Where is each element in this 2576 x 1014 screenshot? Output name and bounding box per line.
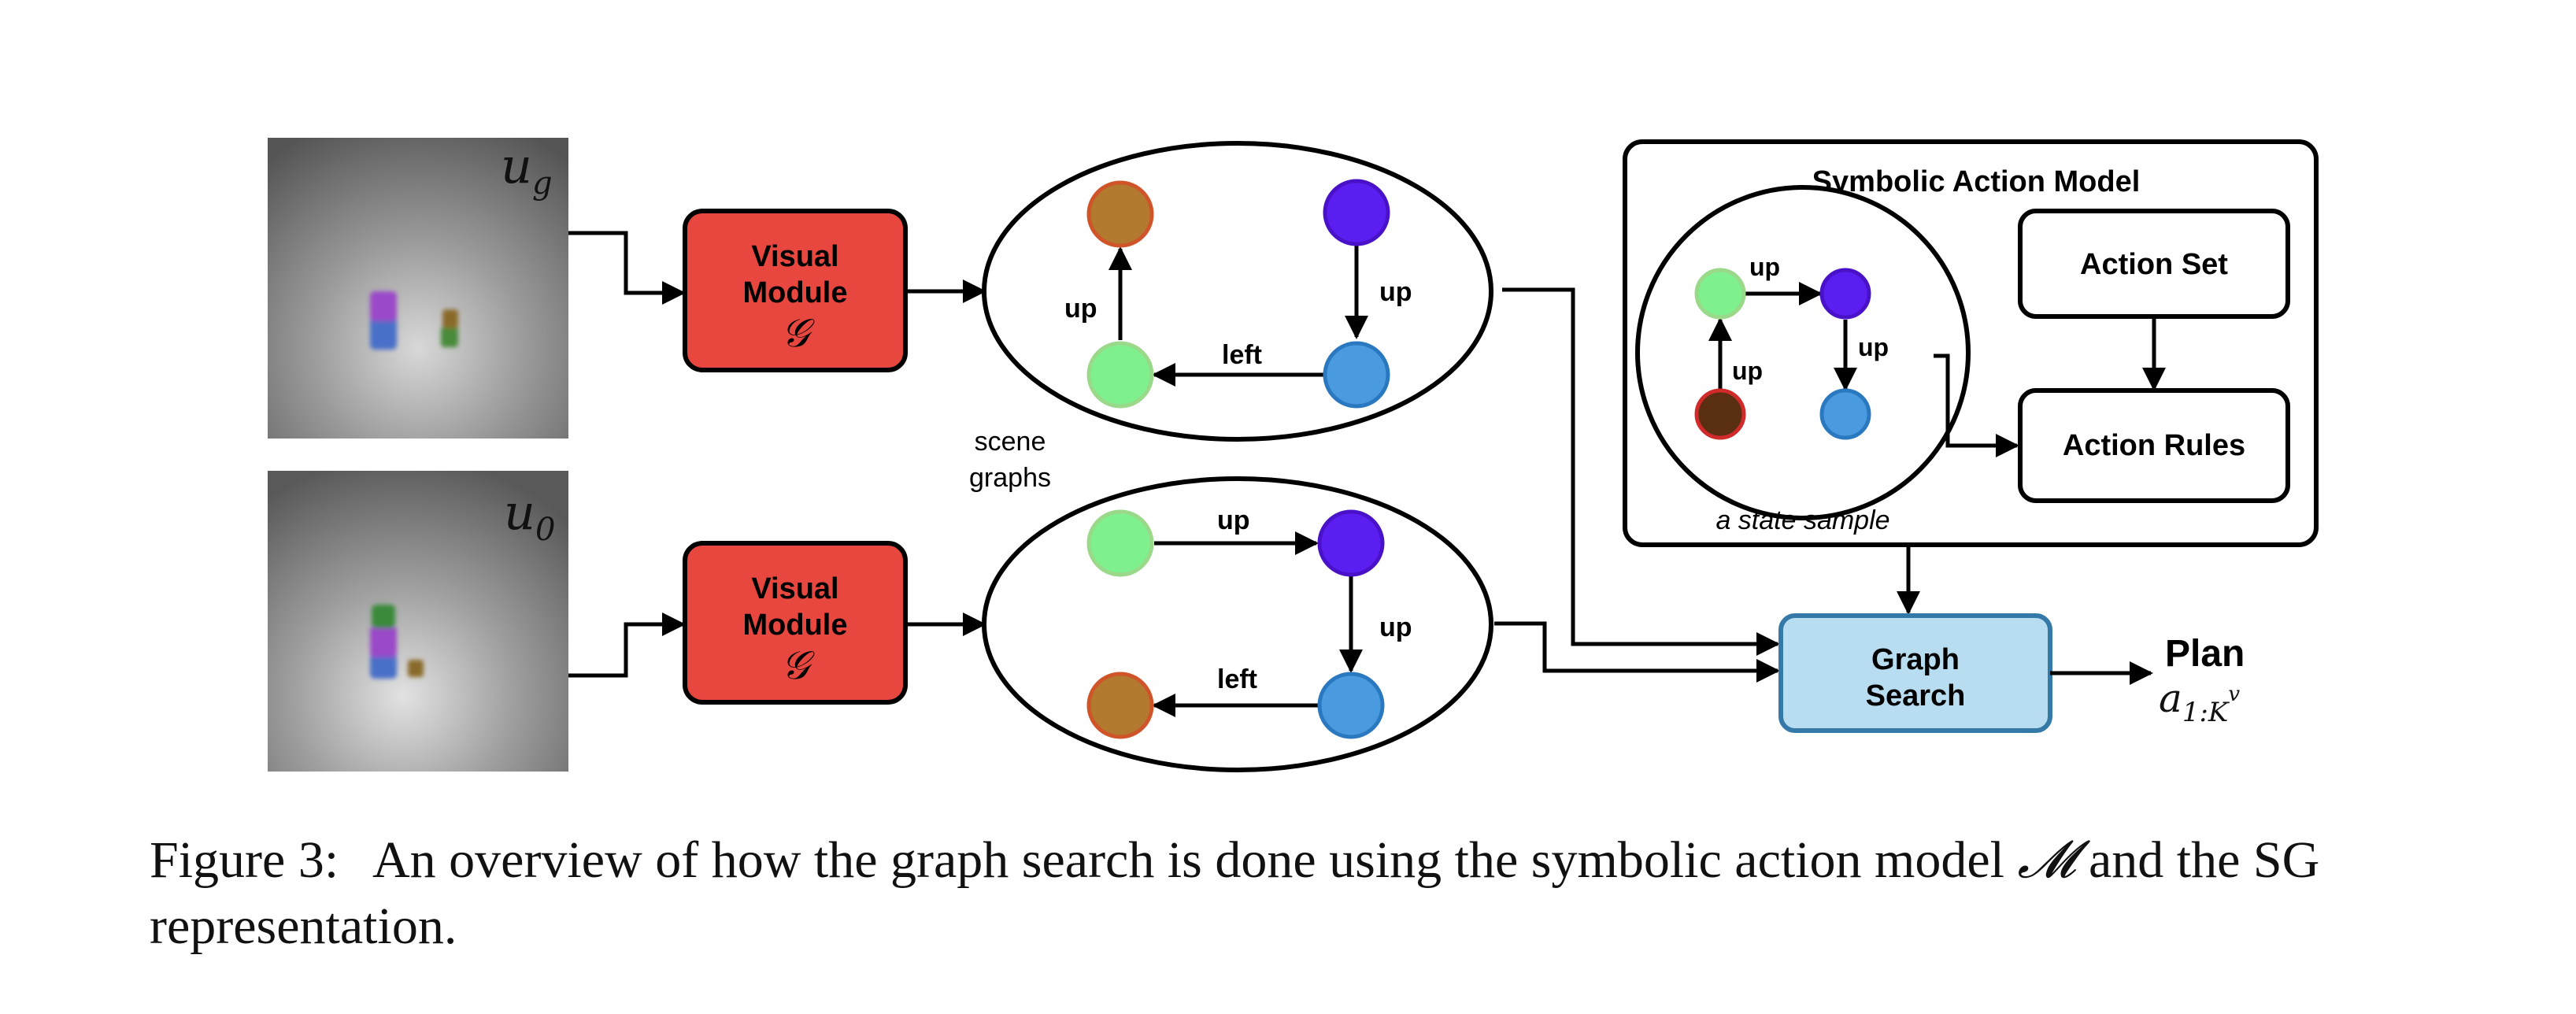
- graph-search-box: Graph Search: [1778, 613, 2052, 733]
- init-edge-up-label: up: [1217, 505, 1250, 535]
- state-sample-label: a state sample: [1715, 505, 1889, 535]
- goal-edge-down-label: up: [1379, 277, 1412, 307]
- figure-number: Figure 3:: [150, 831, 339, 889]
- sample-edge-up-label: up: [1732, 357, 1763, 385]
- init-image-label: u0: [504, 483, 555, 548]
- sample-node-green: [1694, 268, 1746, 320]
- caption-text-a: An overview of how the graph search is d…: [372, 831, 2005, 889]
- init-cylinder-blue: [370, 653, 397, 679]
- init-cylinder-green: [372, 605, 395, 628]
- sample-node-blue: [1819, 388, 1871, 440]
- goal-cylinder-brown: [442, 309, 458, 328]
- caption-text-b: and the SG representation.: [150, 831, 2320, 955]
- goal-node-orange: [1086, 180, 1154, 248]
- goal-edge-up-label: up: [1064, 294, 1097, 324]
- init-node-blue: [1317, 672, 1385, 739]
- goal-scene-image: ug: [268, 137, 568, 439]
- goal-node-purple: [1323, 179, 1390, 246]
- symbolic-action-model: Symbolic Action Model up up up a state s…: [1623, 139, 2319, 547]
- overview-diagram: ug u0 Visual Module 𝒢 Visual Module 𝒢: [268, 137, 2319, 772]
- arrow-goal-graph-to-search: [1502, 287, 1780, 656]
- arrow-sample-to-rules: [1934, 353, 2019, 457]
- goal-cylinder-purple: [370, 291, 397, 321]
- action-rules-box: Action Rules: [2018, 388, 2290, 503]
- visual-module-init: Visual Module 𝒢: [683, 541, 908, 705]
- initial-scene-image: u0: [268, 471, 568, 772]
- goal-node-green: [1086, 341, 1154, 409]
- figure-caption: Figure 3: An overview of how the graph s…: [150, 827, 2448, 960]
- visual-module-init-line1: Visual: [751, 572, 838, 605]
- init-scene-graph: up up left: [982, 476, 1493, 772]
- graph-search-line1: Graph: [1871, 643, 1960, 676]
- visual-module-goal-line1: Visual: [751, 240, 838, 273]
- sample-node-dark-brown: [1694, 388, 1746, 440]
- scene-graphs-label: scene graphs: [969, 427, 1051, 493]
- init-node-green: [1086, 509, 1154, 577]
- goal-scene-graph: up up left: [982, 141, 1493, 442]
- init-edge-left-label: left: [1217, 664, 1257, 694]
- action-set-label: Action Set: [2080, 248, 2228, 281]
- caption-math-symbol: 𝓜: [2017, 829, 2076, 890]
- symbolic-action-model-title: Symbolic Action Model: [1812, 165, 2141, 198]
- action-rules-label: Action Rules: [2063, 429, 2245, 462]
- sample-node-purple: [1819, 268, 1871, 320]
- sample-edge-down-label: up: [1858, 333, 1889, 361]
- init-node-purple: [1317, 509, 1385, 577]
- action-set-box: Action Set: [2018, 209, 2290, 319]
- goal-cylinder-green: [441, 327, 458, 347]
- init-cylinder-purple: [370, 626, 397, 657]
- visual-module-init-line2: Module: [743, 609, 848, 642]
- arrow-init-graph-to-search: [1494, 621, 1780, 683]
- goal-cylinder-blue: [370, 315, 397, 350]
- goal-image-label: ug: [501, 137, 553, 202]
- visual-module-goal-line2: Module: [743, 276, 848, 309]
- goal-edge-left-label: left: [1222, 340, 1262, 370]
- arrow-goal-image-to-module: [568, 231, 686, 305]
- plan-label: Plan: [2165, 633, 2245, 675]
- scene-graphs-label-line2: graphs: [969, 463, 1051, 493]
- state-sample: up up up: [1635, 185, 1971, 520]
- scene-graphs-label-line1: scene: [975, 427, 1046, 457]
- init-edge-down-label: up: [1379, 612, 1412, 642]
- sample-edge-right-label: up: [1749, 253, 1780, 281]
- goal-node-blue: [1323, 341, 1390, 409]
- graph-search-line2: Search: [1866, 679, 1966, 712]
- init-node-orange: [1086, 672, 1154, 739]
- visual-module-goal: Visual Module 𝒢: [683, 209, 908, 372]
- plan-symbol: a1:Kv: [2159, 675, 2240, 728]
- plan-output: Plan a1:Kv: [2159, 633, 2245, 728]
- init-cylinder-brown: [408, 660, 424, 677]
- arrow-init-image-to-module: [568, 612, 686, 678]
